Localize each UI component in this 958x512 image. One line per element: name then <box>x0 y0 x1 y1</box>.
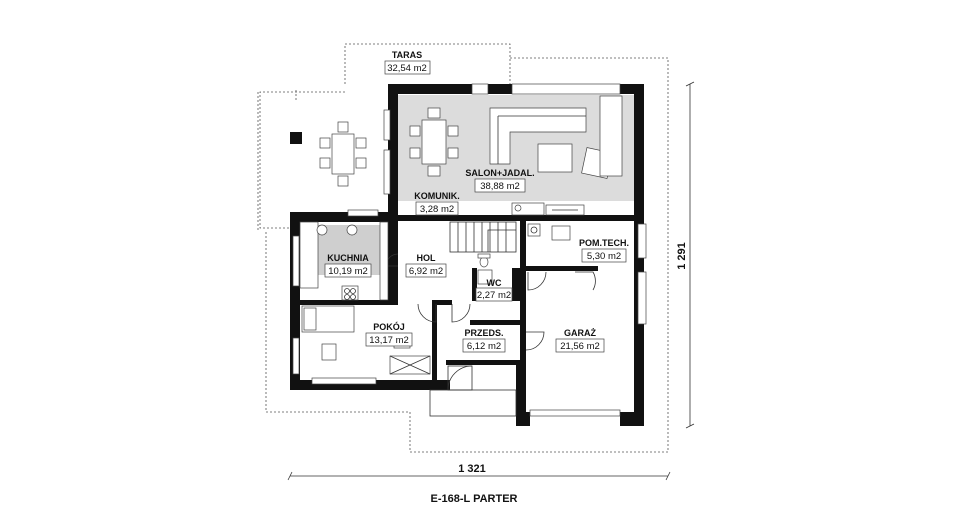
area-box-garaz <box>555 338 605 353</box>
terrace-table-set <box>290 121 367 187</box>
room-name-komunik: KOMUNIK. <box>414 191 460 201</box>
bedroom-furniture <box>301 305 431 375</box>
room-area-garaz: 21,56 m2 <box>560 341 600 352</box>
staircase <box>449 221 517 253</box>
room-area-komunik: 3,28 m2 <box>420 204 454 215</box>
room-name-przeds: PRZEDS. <box>464 328 503 338</box>
width-dimension-line <box>287 471 671 481</box>
height-dimension: 1 291 <box>676 242 688 270</box>
room-area-przeds: 6,12 m2 <box>467 341 501 352</box>
room-name-pokoj: POKÓJ <box>373 321 405 332</box>
terrace-outline <box>257 43 511 230</box>
boiler-unit <box>527 223 571 241</box>
room-area-salon: 38,88 m2 <box>480 181 520 192</box>
room-area-wc: 2,27 m2 <box>477 290 511 301</box>
plan-title: E-168-L PARTER <box>430 493 517 505</box>
room-name-kuchnia: KUCHNIA <box>327 253 369 263</box>
area-box-wc <box>475 287 513 302</box>
room-area-pomtech: 5,30 m2 <box>587 251 621 262</box>
room-area-hol: 6,92 m2 <box>409 266 443 277</box>
room-name-pomtech: POM.TECH. <box>579 238 629 248</box>
height-dimension-line <box>685 81 695 429</box>
area-box-pokoj <box>365 332 413 347</box>
area-box-komunik <box>415 201 459 216</box>
area-box-kuchnia <box>324 263 372 278</box>
width-dimension: 1 321 <box>458 463 486 475</box>
area-box-pomtech <box>581 248 627 263</box>
site-boundary <box>265 57 669 453</box>
room-name-salon: SALON+JADAL. <box>465 168 534 178</box>
windows <box>292 83 647 417</box>
room-area-kuchnia: 10,19 m2 <box>328 266 368 277</box>
wc-fixtures <box>477 253 493 285</box>
room-area-pokoj: 13,17 m2 <box>369 335 409 346</box>
room-name-wc: WC <box>487 278 502 288</box>
room-area-taras: 32,54 m2 <box>387 63 427 74</box>
room-name-taras: TARAS <box>392 50 422 60</box>
kitchen-units <box>299 221 389 301</box>
area-box-taras <box>384 60 431 75</box>
room-name-hol: HOL <box>417 253 437 263</box>
area-box-przeds <box>462 338 506 353</box>
area-box-salon <box>474 178 526 193</box>
entrance-steps <box>429 365 517 417</box>
area-box-hol <box>405 263 447 278</box>
living-sofa-set <box>489 95 623 216</box>
room-name-garaz: GARAŻ <box>564 328 596 338</box>
dining-table-set <box>409 107 459 177</box>
